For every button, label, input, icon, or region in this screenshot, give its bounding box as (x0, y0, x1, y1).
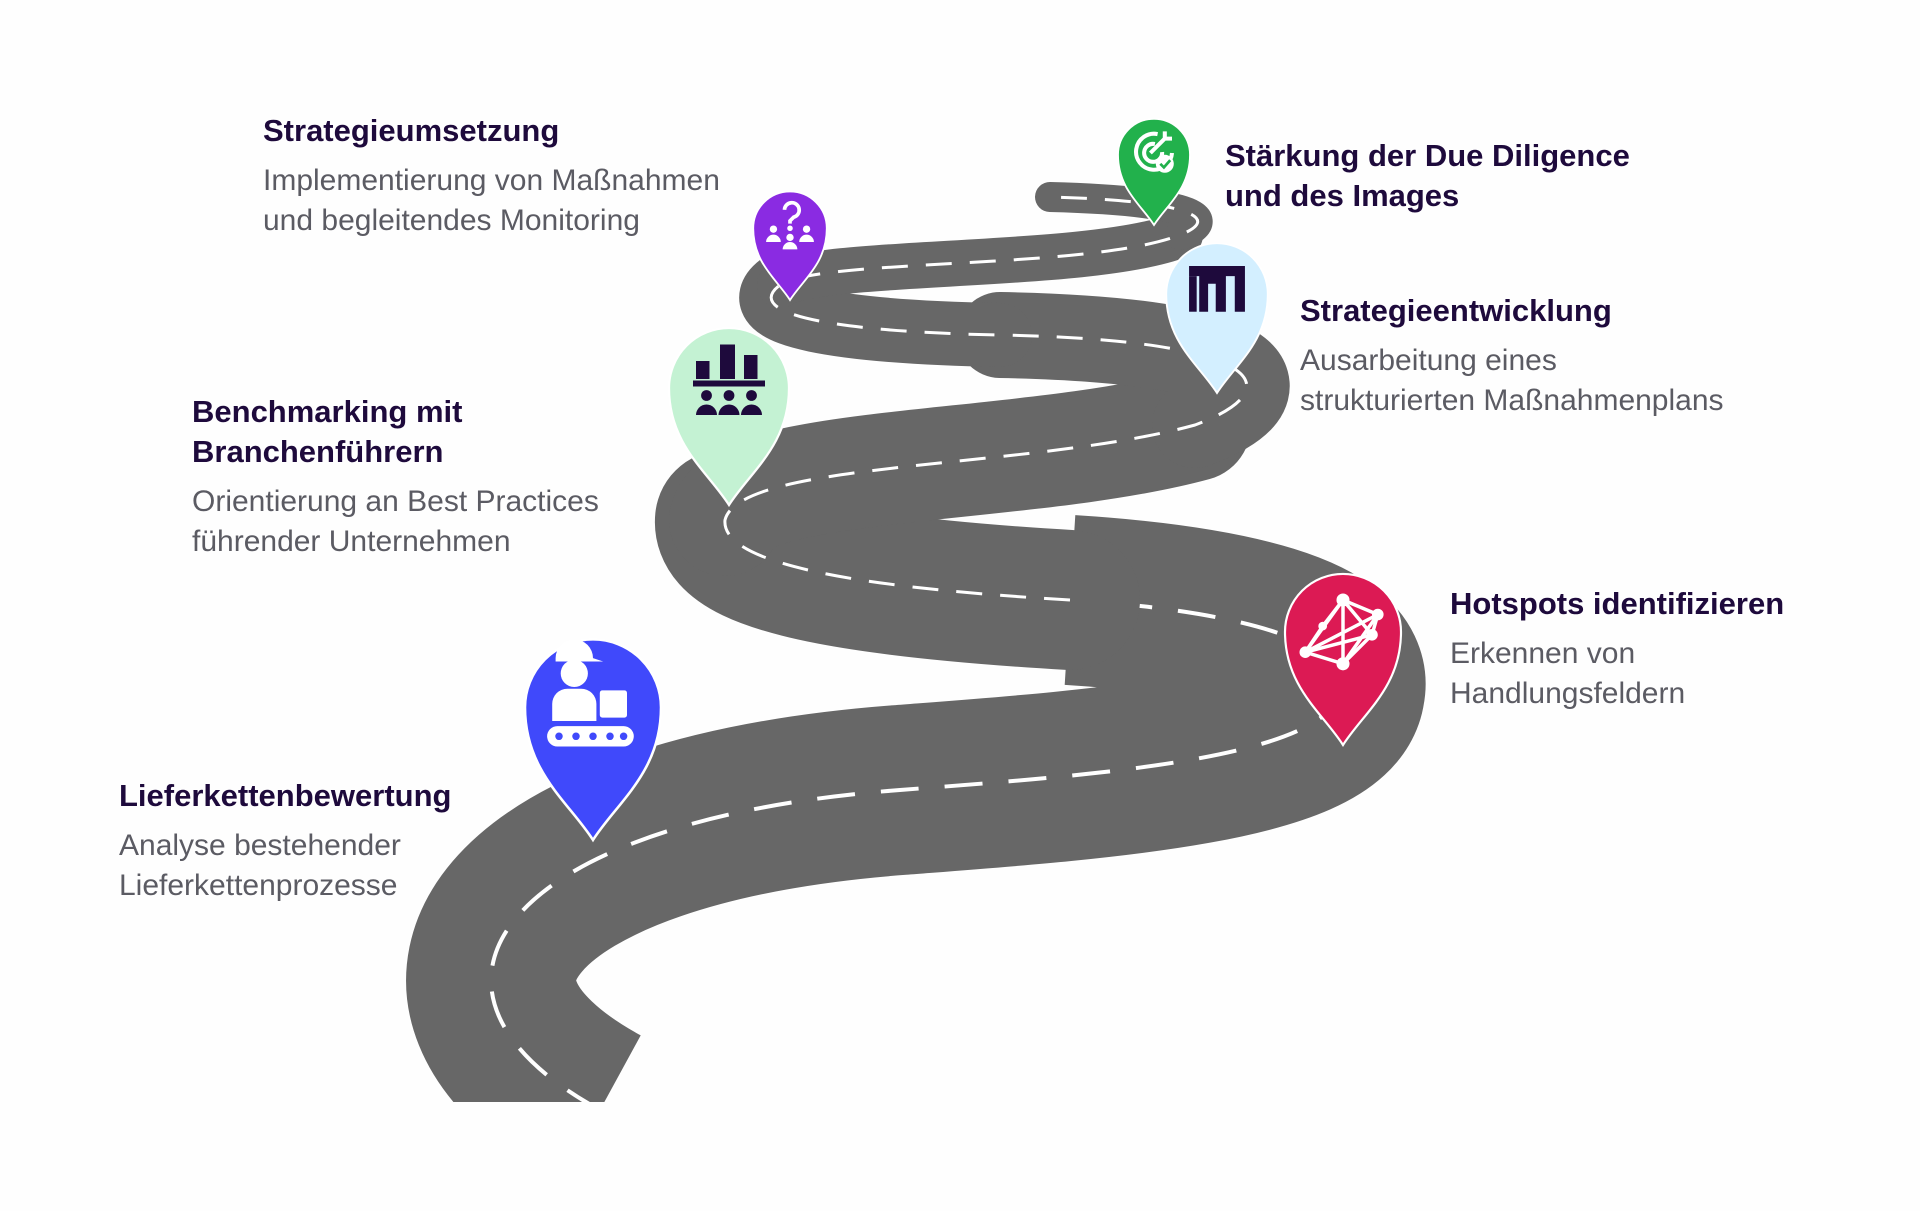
milestone-description-line: strukturierten Maßnahmenplans (1300, 384, 1724, 417)
milestone-title: Stärkung der Due Diligence und des Image… (1225, 136, 1630, 216)
milestone-title-line: Branchenführern (192, 434, 444, 469)
pin-benchmarking[interactable] (667, 326, 791, 508)
pin-lieferkettenbewertung[interactable] (523, 638, 663, 843)
milestone-strategieumsetzung: Strategieumsetzung Implementierung von M… (263, 111, 720, 241)
team-figures (766, 225, 814, 250)
milestone-description: Erkennen von Handlungsfeldern (1450, 634, 1784, 714)
worker-conveyor-icon (547, 639, 634, 747)
road-segment (669, 369, 1251, 576)
check-badge (1155, 154, 1174, 173)
milestone-title-line: Hotspots identifizieren (1450, 586, 1785, 621)
pin-strategieumsetzung[interactable] (752, 190, 828, 302)
milestone-due-diligence: Stärkung der Due Diligence und des Image… (1225, 136, 1630, 216)
milestone-benchmarking: Benchmarking mit Branchenführern Orienti… (192, 392, 599, 562)
milestone-description-line: Erkennen von (1450, 637, 1636, 670)
milestone-lieferkettenbewertung: Lieferkettenbewertung Analyse bestehende… (119, 776, 451, 906)
milestone-strategieentwicklung: Strategieentwicklung Ausarbeitung eines … (1300, 291, 1724, 421)
network-nodes (1299, 593, 1384, 671)
milestone-description: Ausarbeitung eines strukturierten Maßnah… (1300, 341, 1724, 421)
road-segment (757, 212, 1203, 308)
milestone-title: Lieferkettenbewertung (119, 776, 451, 816)
milestone-title: Benchmarking mit Branchenführern (192, 392, 599, 472)
milestone-title: Strategieumsetzung (263, 111, 720, 151)
milestone-description-line: Orientierung an Best Practices (192, 485, 599, 518)
milestone-description: Analyse bestehender Lieferkettenprozesse (119, 826, 451, 906)
milestone-title-line: Stärkung der Due Diligence (1225, 138, 1630, 173)
milestone-hotspots: Hotspots identifizieren Erkennen von Han… (1450, 584, 1784, 714)
team-question-icon (782, 200, 801, 224)
milestone-description-line: Analyse bestehender (119, 829, 401, 862)
strategy-pillars-icon (1189, 266, 1245, 312)
milestone-title-line: Strategieentwicklung (1300, 293, 1612, 328)
milestone-title-line: Strategieumsetzung (263, 113, 560, 148)
milestone-description: Orientierung an Best Practices führender… (192, 482, 599, 562)
milestone-title-line: und des Images (1225, 178, 1460, 213)
milestone-description-line: Ausarbeitung eines (1300, 344, 1557, 377)
network-icon (1302, 597, 1380, 666)
conveyor-rollers (555, 732, 628, 741)
milestone-description-line: führender Unternehmen (192, 525, 511, 558)
pin-strategieentwicklung[interactable] (1165, 242, 1269, 395)
milestone-description-line: Implementierung von Maßnahmen (263, 164, 720, 197)
milestone-title-line: Benchmarking mit (192, 394, 463, 429)
road-upper-centerline (723, 195, 1249, 602)
milestone-title: Hotspots identifizieren (1450, 584, 1784, 624)
pin-due-diligence[interactable] (1117, 117, 1191, 227)
milestone-title: Strategieentwicklung (1300, 291, 1724, 331)
milestone-description-line: und begleitendes Monitoring (263, 204, 640, 237)
milestone-description: Implementierung von Maßnahmen und beglei… (263, 161, 720, 241)
milestone-title-line: Lieferkettenbewertung (119, 778, 452, 813)
pin-hotspots[interactable] (1283, 572, 1403, 748)
milestone-description-line: Handlungsfeldern (1450, 677, 1686, 710)
milestone-description-line: Lieferkettenprozesse (119, 869, 398, 902)
benchmark-chart-icon (693, 344, 765, 415)
